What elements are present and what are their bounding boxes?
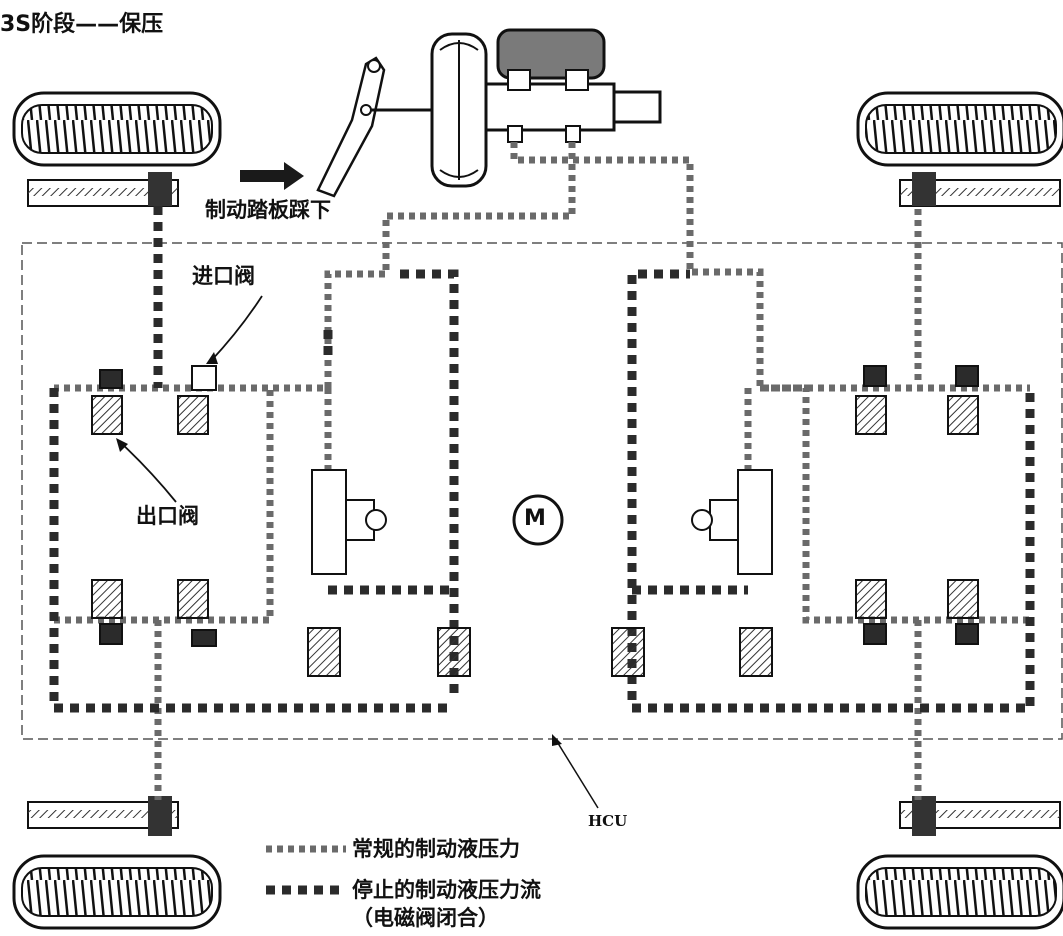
legend-normal-pressure: 常规的制动液压力	[352, 837, 520, 861]
legend-stopped-flow: 停止的制动液压力流	[352, 878, 541, 902]
pressure-flow-lines	[54, 142, 1030, 800]
motor-icon	[512, 494, 564, 546]
brake-booster	[430, 32, 488, 188]
fluid-reservoir	[496, 28, 606, 80]
hcu-pointer	[555, 739, 599, 809]
wheel-rear-right	[856, 796, 1063, 930]
wheel-rear-left	[12, 796, 222, 930]
motor-label: M	[524, 506, 546, 531]
master-cylinder	[484, 28, 662, 143]
inlet-valve-label: 进口阀	[192, 264, 255, 288]
accumulators	[307, 627, 773, 677]
wheel-front-right	[856, 91, 1063, 207]
hcu-label: HCU	[588, 812, 628, 830]
pump-right	[691, 469, 773, 575]
pedal-pressed-label: 制动踏板踩下	[205, 198, 331, 222]
outlet-valve-label: 出口阀	[136, 504, 199, 528]
legend-stopped-flow-note: （电磁阀闭合）	[352, 906, 499, 930]
outlet-pointer	[119, 441, 177, 503]
stopped-flow-lines	[49, 206, 1035, 713]
brake-pedal	[316, 56, 436, 198]
hcu-boundary	[21, 242, 1063, 740]
pedal-force-arrow-icon	[240, 162, 304, 190]
pump-left	[311, 469, 387, 575]
valve-block-right	[855, 365, 979, 645]
inlet-pointer	[209, 295, 263, 363]
wheel-front-left	[12, 91, 222, 207]
valve-block-left	[91, 365, 217, 647]
stage-title: 3S阶段——保压	[0, 12, 164, 37]
